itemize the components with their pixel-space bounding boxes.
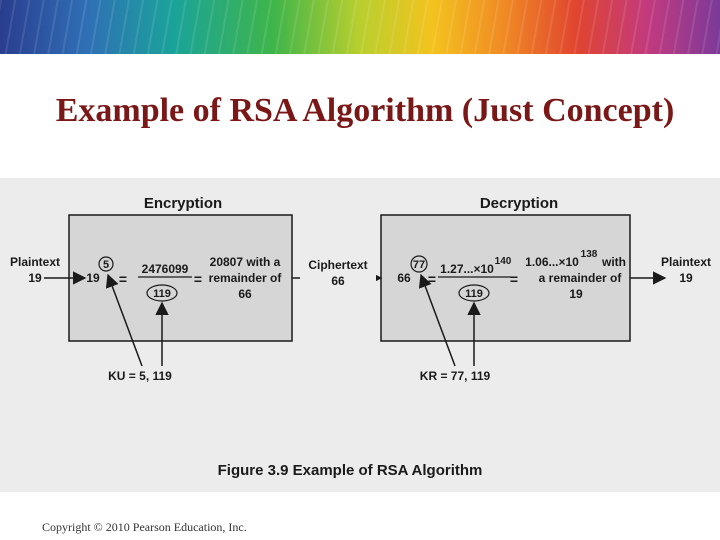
plaintext-in-label: Plaintext <box>10 255 60 269</box>
decryption-equals-1: = <box>428 271 436 287</box>
private-key-exponent-arrow <box>418 273 456 367</box>
decryption-result-with: with <box>601 255 626 269</box>
encryption-exponent: 5 <box>103 259 109 271</box>
encryption-modulus: 119 <box>153 288 171 300</box>
decryption-result-base: 1.06...×10 <box>525 255 579 269</box>
ciphertext-label-bg <box>300 256 376 296</box>
plaintext-in-value: 19 <box>28 271 42 285</box>
decryption-result-value: 19 <box>569 287 583 301</box>
public-key-label: KU = 5, 119 <box>108 369 172 383</box>
decryption-power-exp: 140 <box>495 256 512 267</box>
plaintext-out-label: Plaintext <box>661 255 711 269</box>
decryption-modulus-circle <box>458 284 490 302</box>
copyright-notice: Copyright © 2010 Pearson Education, Inc. <box>42 520 247 534</box>
decryption-equals-2: = <box>510 271 518 287</box>
encryption-result-line1: 20807 with a <box>210 255 281 269</box>
decryption-exponent: 77 <box>413 259 425 271</box>
public-key-exponent-arrow <box>105 273 143 367</box>
rsa-diagram: Encryption Decryption Plaintext 19 19 5 … <box>10 195 711 479</box>
ciphertext-value: 66 <box>331 274 345 288</box>
encryption-input: 19 <box>86 271 100 285</box>
figure-caption: Figure 3.9 Example of RSA Algorithm <box>218 462 483 479</box>
decryption-exponent-circle <box>410 255 428 273</box>
encryption-result-value: 66 <box>238 287 252 301</box>
encryption-power-value: 2476099 <box>142 262 189 276</box>
plaintext-out-value: 19 <box>679 271 693 285</box>
slide-title: Example of RSA Algorithm (Just Concept) <box>55 92 675 129</box>
decryption-input: 66 <box>397 271 411 285</box>
decryption-result-line2: a remainder of <box>539 271 623 285</box>
encryption-equals-2: = <box>194 271 202 287</box>
decryption-header: Decryption <box>480 195 558 212</box>
ciphertext-label: Ciphertext <box>308 258 367 272</box>
encryption-header: Encryption <box>144 195 222 212</box>
encryption-result-line2: remainder of <box>209 271 283 285</box>
decryption-modulus: 119 <box>465 288 483 300</box>
encryption-modulus-circle <box>146 284 178 302</box>
private-key-label: KR = 77, 119 <box>420 369 491 383</box>
banner-stripes <box>0 0 720 54</box>
decryption-power-base: 1.27...×10 <box>440 262 494 276</box>
decryption-result-exp: 138 <box>581 249 598 260</box>
encryption-equals-1: = <box>119 271 127 287</box>
encryption-exponent-circle <box>98 256 114 272</box>
decorative-banner <box>0 0 720 54</box>
rsa-figure: Encryption Decryption Plaintext 19 19 5 … <box>0 178 720 492</box>
